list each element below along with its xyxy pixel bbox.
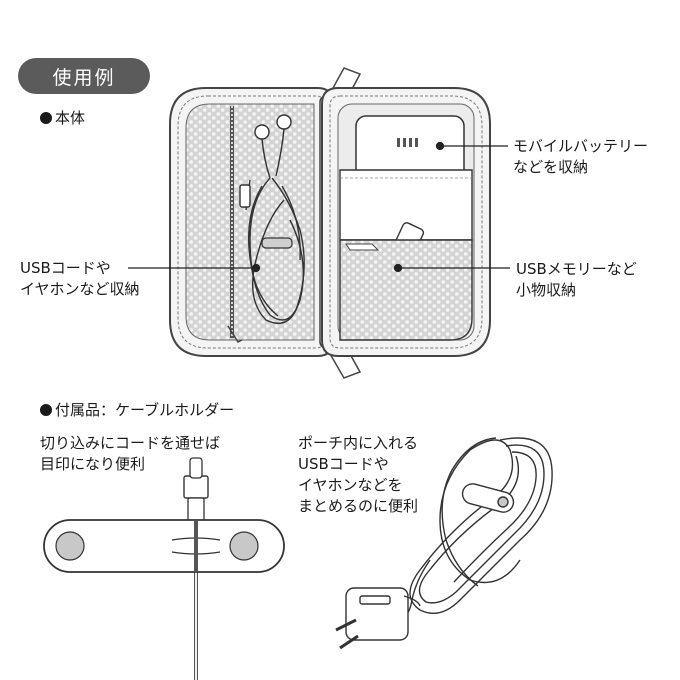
usb-cord-callout-line-2: イヤホンなど収納 xyxy=(20,280,140,298)
bundle-callout-line-2: USBコードや xyxy=(298,455,389,473)
lightning-connector-tip xyxy=(189,457,203,479)
cable-holder-illustration xyxy=(43,457,285,680)
lower-mesh-pocket xyxy=(339,239,473,341)
notch-callout-line-1: 切り込みにコードを通せば xyxy=(40,434,221,452)
usb-cord-callout: USBコードや イヤホンなど収納 xyxy=(20,258,140,300)
bundle-callout-line-4: まとめるのに便利 xyxy=(298,497,419,515)
usb-memory-callout: USBメモリーなど 小物収納 xyxy=(516,259,637,301)
accessory-title-text: 付属品：ケーブルホルダー xyxy=(55,401,235,419)
battery-callout: モバイルバッテリー などを収納 xyxy=(513,136,648,178)
right-stitching xyxy=(329,95,483,349)
usb-memory-callout-line-2: 小物収納 xyxy=(516,281,577,299)
usb-cord-callout-line-1: USBコードや xyxy=(20,259,111,277)
earphones-icon xyxy=(239,114,305,324)
pouch-illustration xyxy=(169,67,491,379)
callout-lines xyxy=(128,141,510,273)
pocket-tab xyxy=(345,243,380,251)
inner-zipper-pull xyxy=(227,325,243,343)
adapter-prong-1 xyxy=(335,618,357,632)
main-body-title: 本体 xyxy=(40,108,85,129)
adapter-ridge xyxy=(359,595,391,605)
holder-body xyxy=(43,519,285,573)
battery-callout-line-1: モバイルバッテリー xyxy=(513,137,649,155)
bundle-callout-line-3: イヤホンなどを xyxy=(298,476,403,494)
holder-snap-left xyxy=(55,531,85,561)
bundle-callout: ポーチ内に入れる USBコードや イヤホンなどを まとめるのに便利 xyxy=(298,433,418,517)
bundle-holder xyxy=(461,483,515,513)
bundle-callout-line-1: ポーチ内に入れる xyxy=(298,434,419,452)
notch-callout: 切り込みにコードを通せば 目印になり便利 xyxy=(40,433,220,475)
holder-snap-right xyxy=(229,531,259,561)
bundled-cable-illustration xyxy=(335,437,553,650)
battery-leds xyxy=(397,138,418,147)
usb-memory-callout-line-1: USBメモリーなど xyxy=(516,260,637,278)
main-body-title-text: 本体 xyxy=(55,109,86,127)
notch-callout-line-2: 目印になり便利 xyxy=(40,455,146,473)
cord-band xyxy=(261,237,293,249)
lightning-connector-housing xyxy=(183,475,209,499)
battery-callout-line-2: などを収納 xyxy=(513,158,589,176)
bundle-holder-snap xyxy=(497,496,509,508)
connector-neck xyxy=(187,497,205,523)
adapter-prong-2 xyxy=(339,634,359,650)
usage-example-badge: 使用例 xyxy=(18,58,150,94)
accessory-title: 付属品：ケーブルホルダー xyxy=(40,400,234,421)
